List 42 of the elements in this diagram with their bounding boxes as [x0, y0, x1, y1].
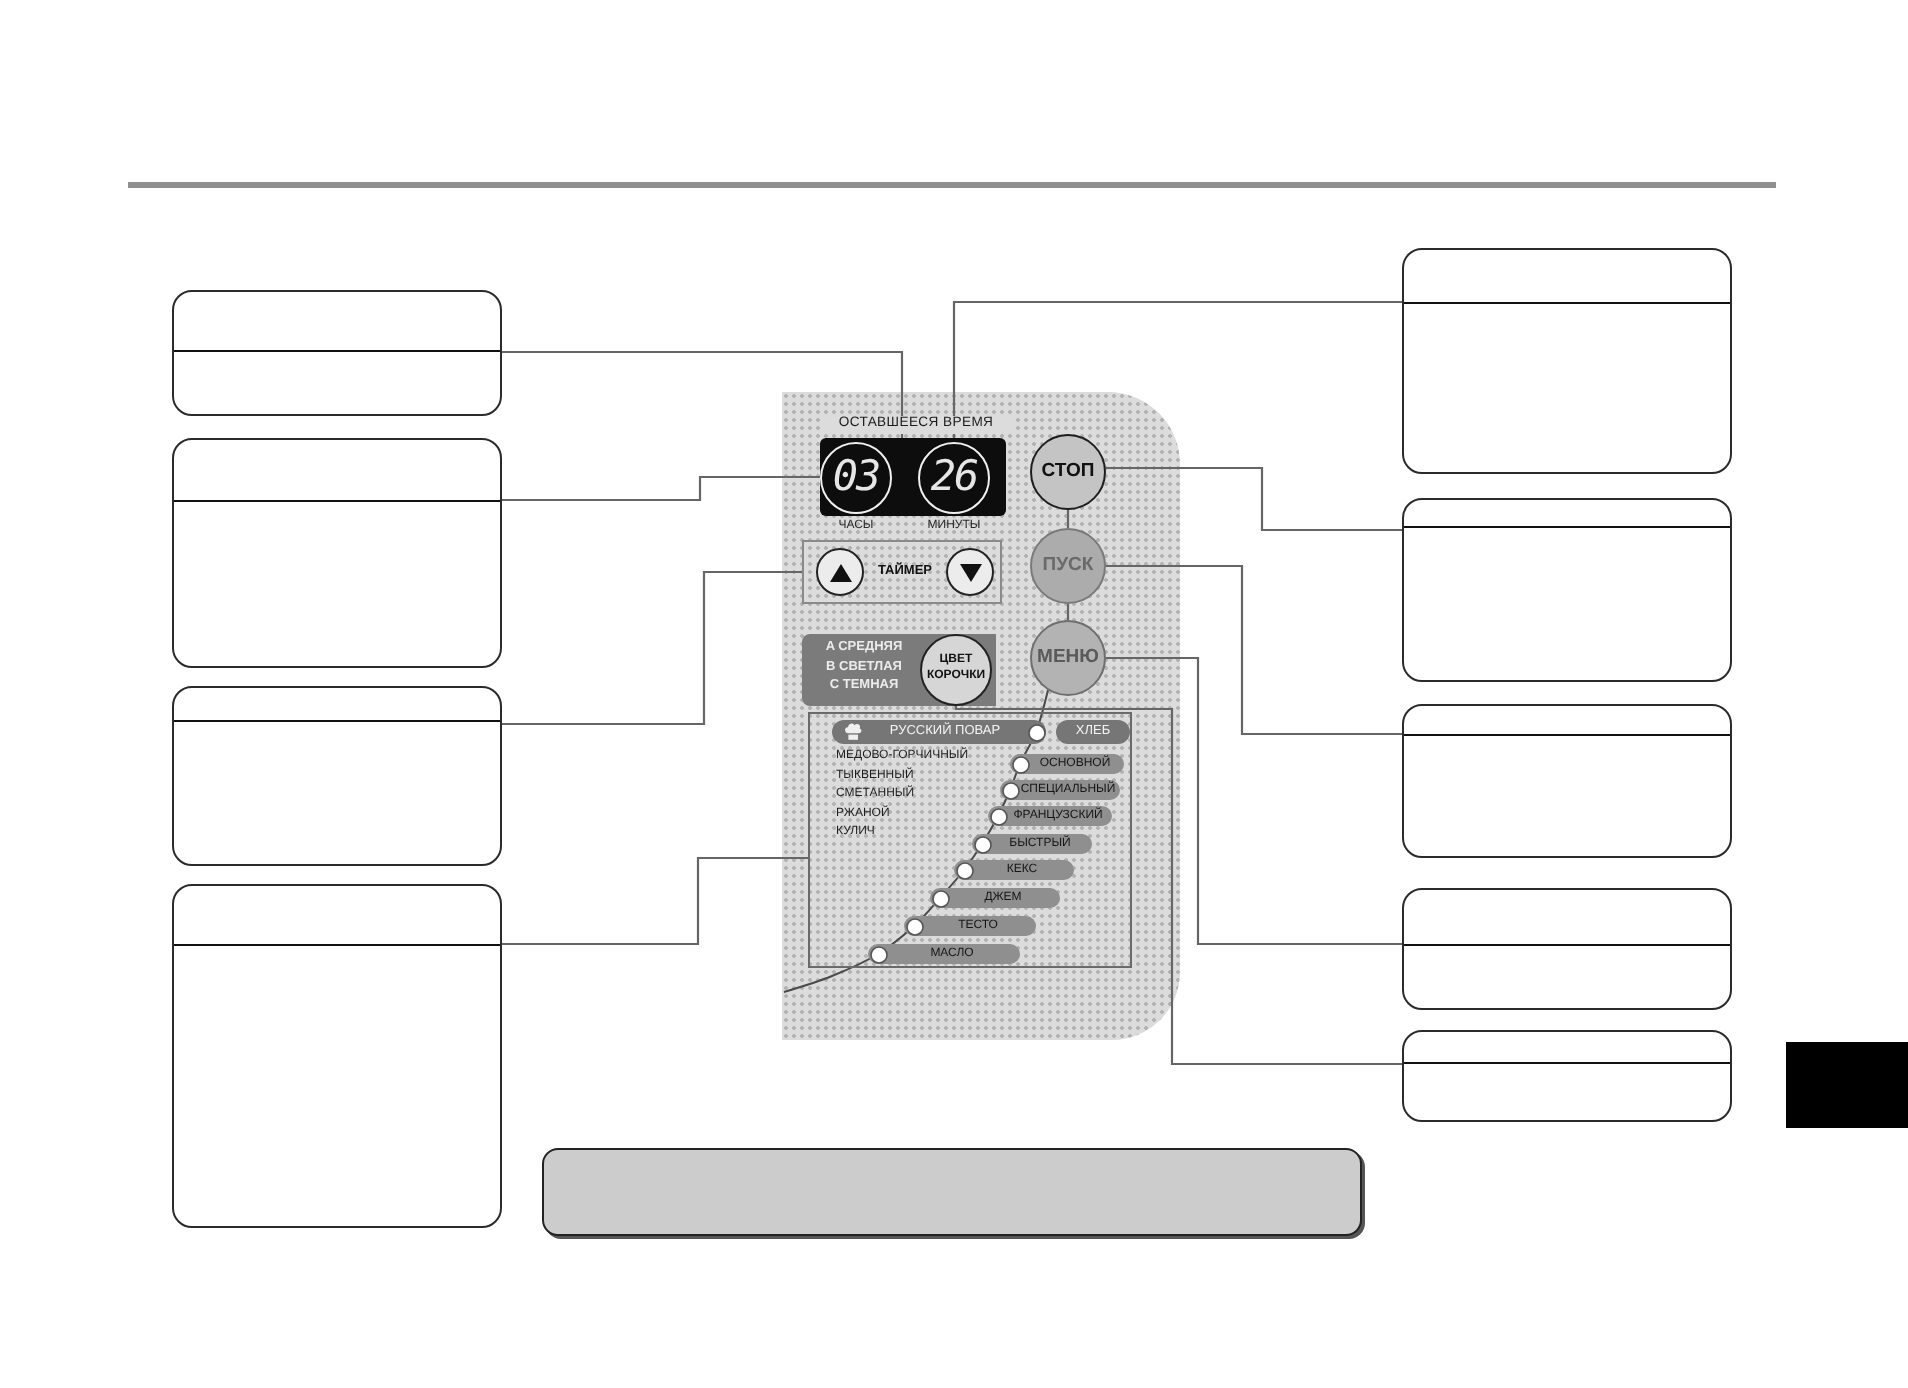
program-pill — [868, 944, 1020, 964]
connector-line — [1066, 604, 1070, 620]
callout-box — [1402, 248, 1732, 474]
leader-line — [952, 300, 1402, 441]
callout-box — [1402, 888, 1732, 1010]
leader-line — [1105, 466, 1402, 532]
program-pill — [904, 916, 1036, 936]
menu-button: МЕНЮ — [1030, 620, 1106, 696]
callout-box — [1402, 498, 1732, 682]
leader-line — [1106, 656, 1402, 946]
program-pill — [930, 888, 1060, 908]
program-menu-frame — [808, 712, 1132, 968]
leader-line — [502, 475, 820, 502]
leader-line — [502, 570, 802, 726]
callout-box — [172, 884, 502, 1228]
program-pill — [832, 720, 1046, 744]
minutes-readout: 26 — [918, 441, 990, 513]
control-panel — [782, 392, 1180, 1040]
program-pill — [988, 806, 1112, 826]
program-pill — [954, 860, 1074, 880]
leader-line — [502, 350, 904, 438]
leader-line — [954, 705, 1402, 1066]
timer-panel — [802, 540, 1002, 604]
hours-readout: 03 — [820, 441, 892, 513]
callout-box — [172, 438, 502, 668]
note-box — [542, 1148, 1362, 1236]
timer-down-button — [946, 548, 994, 596]
leader-line — [1106, 564, 1402, 736]
stop-button: СТОП — [1030, 434, 1106, 510]
timer-up-button — [816, 548, 864, 596]
program-pill — [1010, 754, 1124, 774]
crust-options-panel — [802, 634, 996, 706]
connector-line — [1066, 510, 1070, 528]
program-pill — [972, 834, 1092, 854]
time-display — [820, 438, 1006, 516]
program-pill — [1000, 780, 1120, 800]
callout-box — [1402, 1030, 1732, 1122]
leader-line — [502, 856, 808, 946]
start-button: ПУСК — [1030, 528, 1106, 604]
callout-box — [172, 290, 502, 416]
callout-box — [172, 686, 502, 866]
callout-box — [1402, 704, 1732, 858]
